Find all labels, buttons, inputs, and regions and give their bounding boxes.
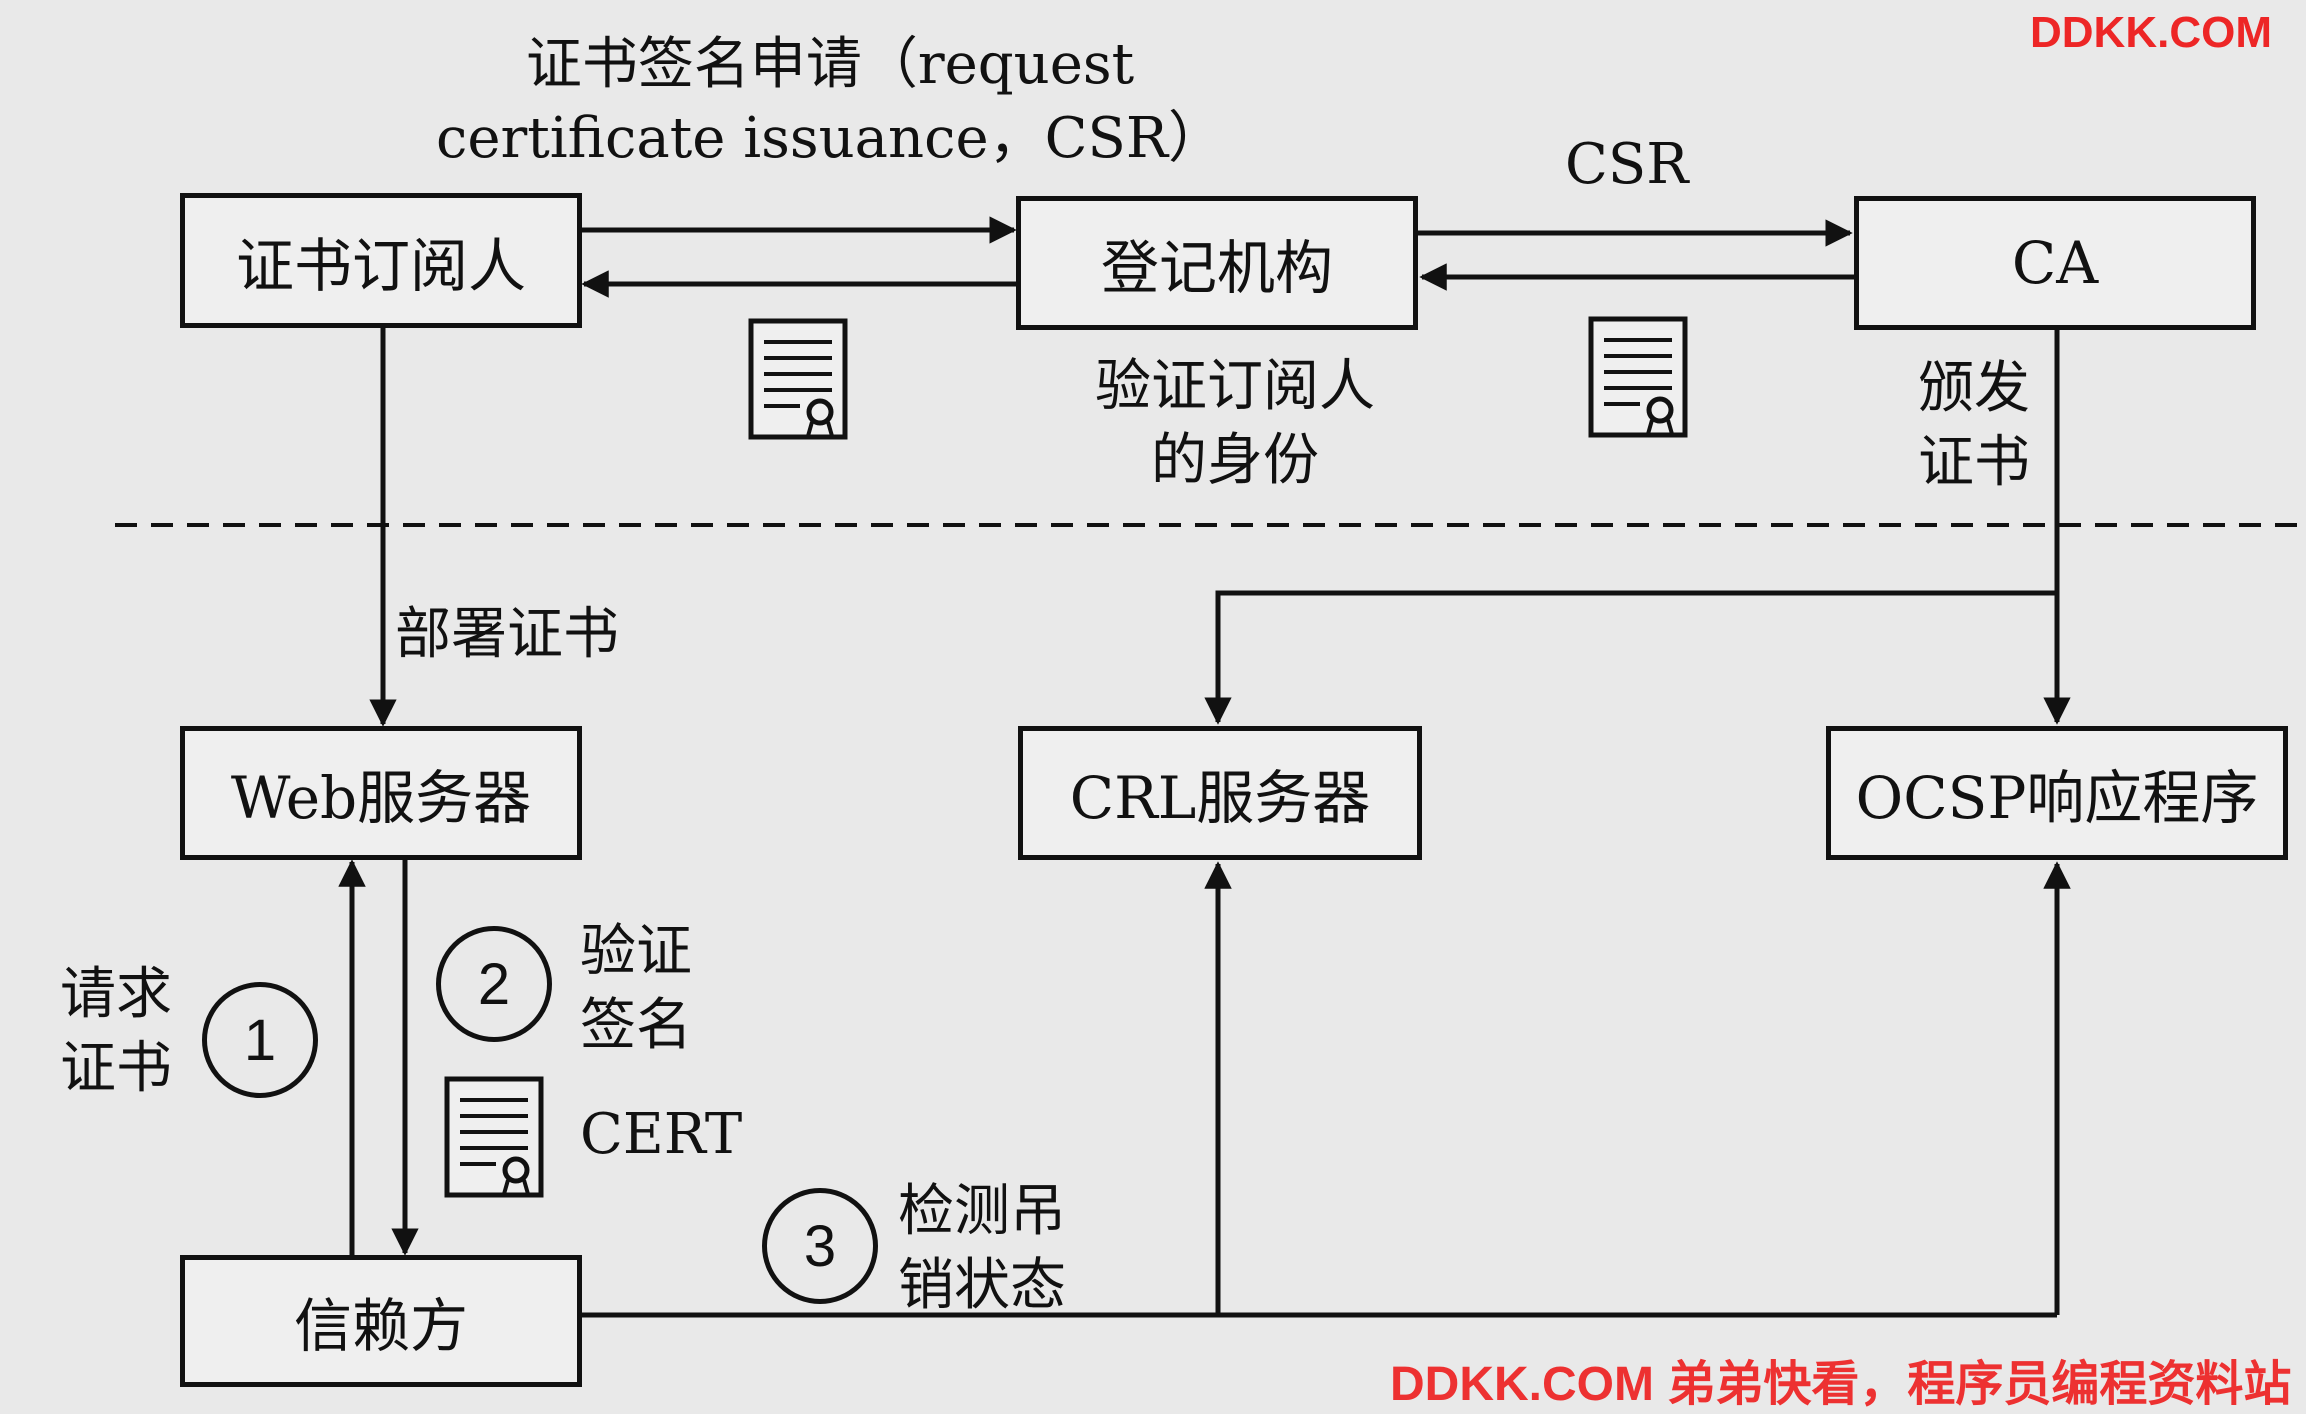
step-1-badge: 1 — [202, 982, 318, 1098]
label-cert: CERT — [580, 1102, 743, 1167]
label-check-revocation: 检测吊 销状态 — [898, 1175, 1066, 1323]
node-web-server: Web服务器 — [180, 726, 582, 860]
label-request-cert-line1: 请求 — [60, 962, 172, 1027]
label-verify-signature-line2: 签名 — [580, 993, 692, 1058]
label-check-revocation-line2: 销状态 — [898, 1253, 1066, 1318]
node-crl-server: CRL服务器 — [1018, 726, 1422, 860]
label-verify-identity-line2: 的身份 — [1151, 428, 1319, 493]
label-check-revocation-line1: 检测吊 — [898, 1179, 1066, 1244]
certificate-document-icon — [748, 318, 848, 440]
node-ca: CA — [1854, 196, 2256, 330]
arrow-ca-to-crl — [1204, 590, 2057, 725]
label-request-cert-line2: 证书 — [60, 1036, 172, 1101]
label-verify-signature: 验证 签名 — [580, 915, 692, 1063]
node-registration-authority: 登记机构 — [1016, 196, 1418, 330]
label-csr: CSR — [1565, 132, 1689, 197]
label-issue-cert-line2: 证书 — [1918, 430, 2030, 495]
node-ocsp-responder: OCSP响应程序 — [1826, 726, 2288, 860]
label-deploy-cert: 部署证书 — [395, 602, 619, 667]
step-3-badge: 3 — [762, 1188, 878, 1304]
label-verify-identity: 验证订阅人 的身份 — [1060, 350, 1410, 498]
label-request-cert: 请求 证书 — [60, 958, 172, 1106]
node-subscriber: 证书订阅人 — [180, 193, 582, 328]
label-verify-signature-line1: 验证 — [580, 919, 692, 984]
label-issue-cert-line1: 颁发 — [1918, 356, 2030, 421]
label-issue-cert: 颁发 证书 — [1918, 352, 2030, 500]
label-csr-request-line2: certificate issuance，CSR） — [435, 106, 1225, 171]
label-verify-identity-line1: 验证订阅人 — [1095, 354, 1375, 419]
node-relying-party: 信赖方 — [180, 1255, 582, 1387]
watermark-top: DDKK.COM — [2030, 8, 2272, 57]
certificate-document-icon — [444, 1076, 544, 1198]
label-csr-request: 证书签名申请（request certificate issuance，CSR） — [420, 28, 1240, 176]
step-2-badge: 2 — [436, 926, 552, 1042]
watermark-bottom: DDKK.COM 弟弟快看，程序员编程资料站 — [1390, 1358, 2292, 1411]
certificate-document-icon — [1588, 316, 1688, 438]
label-csr-request-line1: 证书签名申请（request — [525, 32, 1135, 97]
